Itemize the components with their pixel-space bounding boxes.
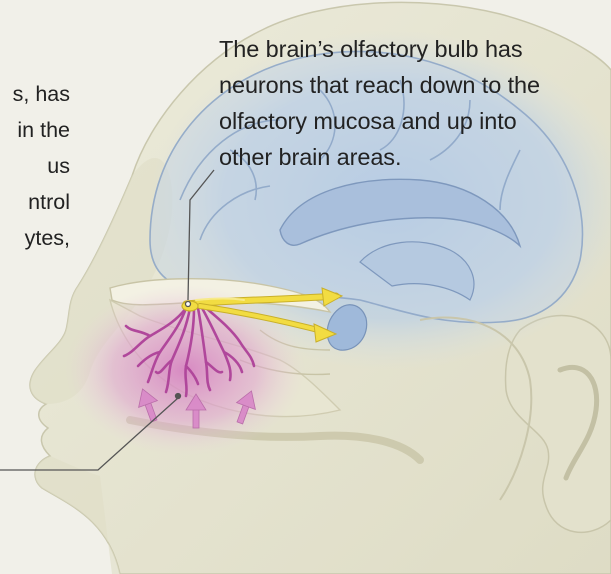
mucosa-callout-partial: s, has in the us ntrol ytes, xyxy=(0,76,70,256)
olfactory-bulb-callout: The brain’s olfactory bulb has neurons t… xyxy=(219,31,540,175)
